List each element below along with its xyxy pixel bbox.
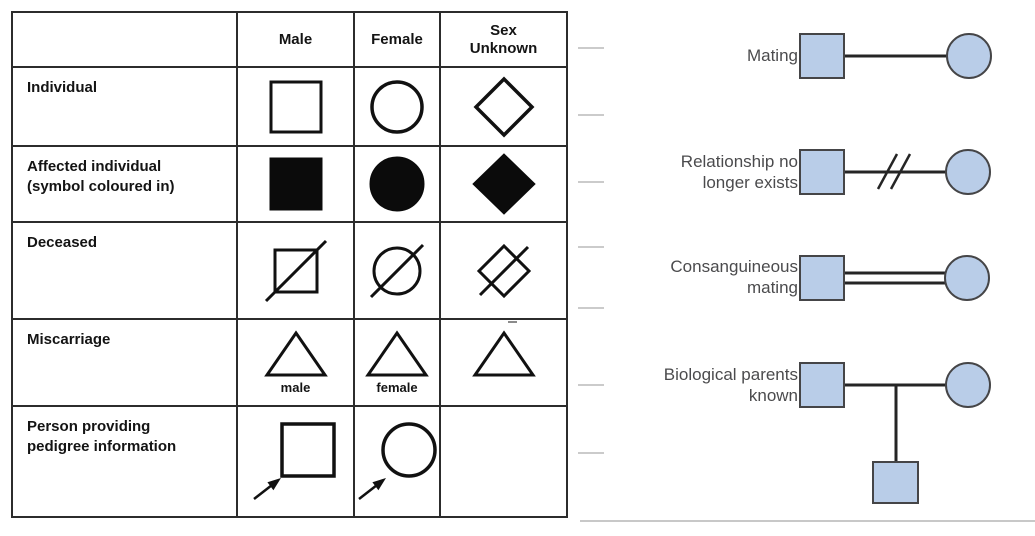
table-corner-cell: [13, 13, 238, 68]
leader-tick: [578, 114, 604, 116]
triangle-sublabel-male: male: [280, 380, 311, 395]
stray-dash-artifact: [508, 321, 517, 323]
male-square: [799, 149, 845, 195]
triangle-icon: [263, 330, 328, 377]
male-square: [799, 33, 845, 79]
legend-label-consanguineous: Consanguineous mating: [670, 257, 798, 298]
female-circle: [944, 255, 990, 301]
father-square: [799, 362, 845, 408]
table-cell: [355, 223, 441, 320]
table-cell: female: [355, 320, 441, 407]
leader-tick: [578, 452, 604, 454]
consanguineous-mating-diagram: [799, 255, 990, 301]
column-header-sex-unknown: Sex Unknown: [441, 13, 566, 68]
legend-label-biological-parents: Biological parents known: [663, 365, 798, 406]
circle-slashed-icon: [369, 243, 425, 298]
column-header-male: Male: [238, 13, 355, 68]
circle-with-arrow-icon: [358, 421, 437, 500]
column-header-female: Female: [355, 13, 441, 68]
leader-tick: [578, 384, 604, 386]
mating-diagram: [799, 33, 992, 79]
table-cell: [238, 223, 355, 320]
table-cell: [441, 68, 566, 147]
row-label-deceased: Deceased: [13, 223, 238, 320]
square-with-arrow-icon: [252, 421, 336, 500]
circle-outline-icon: [370, 79, 424, 134]
relationship-ended-diagram: [799, 149, 991, 195]
circle-filled-icon: [369, 156, 425, 212]
legend-label-mating: Mating: [746, 46, 798, 65]
table-cell: male: [238, 320, 355, 407]
mother-circle: [945, 362, 991, 408]
triangle-icon: [365, 330, 429, 377]
leader-tick: [578, 307, 604, 309]
table-cell: [355, 407, 441, 516]
row-label-person-providing: Person providing pedigree information: [13, 407, 238, 516]
diamond-filled-icon: [471, 153, 536, 215]
table-cell: [238, 147, 355, 223]
table-cell: [441, 223, 566, 320]
child-square: [872, 461, 919, 504]
leader-tick: [578, 246, 604, 248]
legend-label-relationship-ended: Relationship no longer exists: [680, 152, 798, 193]
row-label-affected-individual: Affected individual (symbol coloured in): [13, 147, 238, 223]
triangle-sublabel-female: female: [376, 380, 418, 395]
triangle-icon: [471, 330, 536, 377]
table-cell: [441, 147, 566, 223]
row-label-individual: Individual: [13, 68, 238, 147]
row-label-miscarriage: Miscarriage: [13, 320, 238, 407]
leader-tick: [578, 47, 604, 49]
female-circle: [946, 33, 992, 79]
table-cell: [238, 68, 355, 147]
male-square: [799, 255, 845, 301]
square-filled-icon: [269, 157, 322, 211]
slash-mark: [889, 153, 912, 190]
diamond-slashed-icon: [476, 243, 531, 298]
pedigree-symbol-table: Male Female Sex Unknown Individual Affec…: [11, 11, 568, 518]
bottom-divider-line: [580, 520, 1035, 522]
female-circle: [945, 149, 991, 195]
leader-tick: [578, 181, 604, 183]
diamond-outline-icon: [473, 76, 534, 137]
table-cell: [238, 407, 355, 516]
table-cell-empty: [441, 407, 566, 516]
square-slashed-icon: [264, 239, 327, 302]
slash-mark: [876, 153, 899, 190]
biological-parents-diagram: [799, 362, 991, 504]
table-cell: [355, 147, 441, 223]
mating-diagrams: [799, 33, 992, 504]
table-cell: [355, 68, 441, 147]
table-cell: [441, 320, 566, 407]
square-outline-icon: [269, 80, 322, 133]
